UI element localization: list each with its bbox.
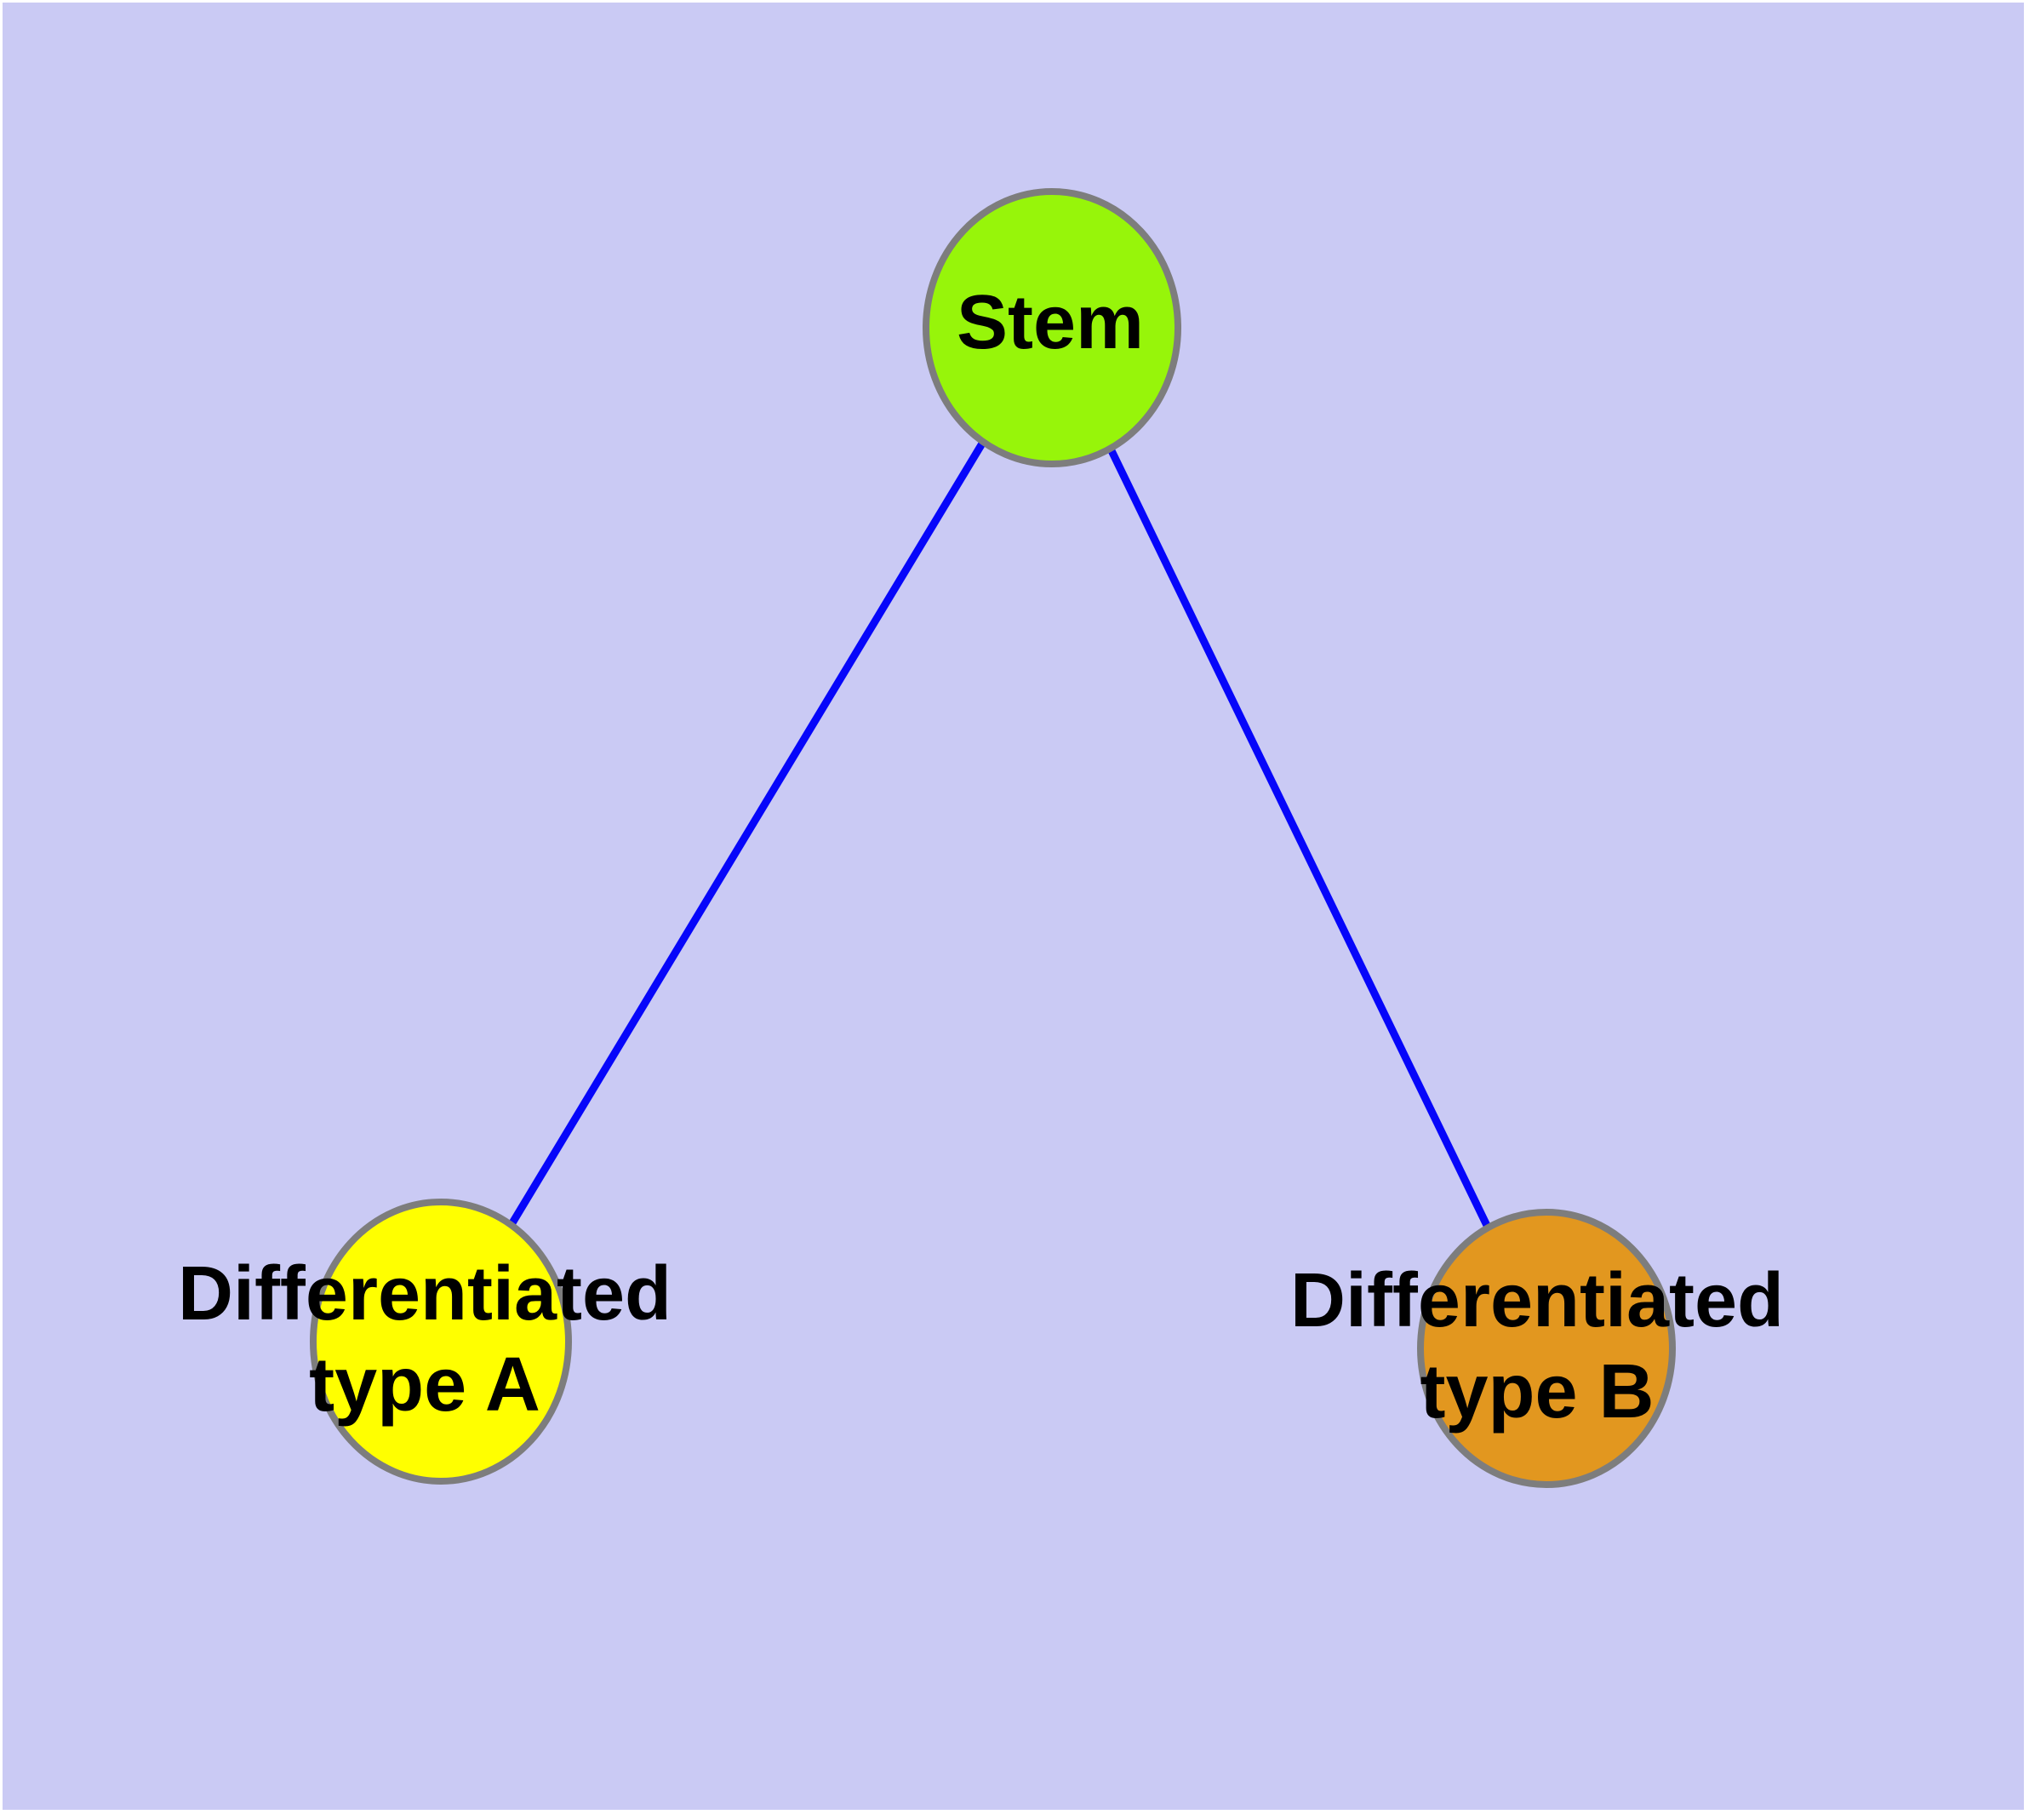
edge-stem-to-differentiated-type-a [437,325,1055,1344]
node-label-differentiated-type-b-line2: type B [1420,1349,1654,1434]
node-stem [923,188,1181,467]
node-label-differentiated-type-b-line1: Differentiated [1290,1258,1784,1343]
node-differentiated-type-b [1417,1209,1676,1488]
node-label-stem-line1: Stem [957,280,1144,365]
edge-stem-to-differentiated-type-b [1048,326,1551,1350]
node-label-differentiated-type-a-line2: type A [309,1342,540,1428]
node-differentiated-type-a [310,1199,572,1485]
node-label-differentiated-type-a-line1: Differentiated [178,1251,672,1336]
